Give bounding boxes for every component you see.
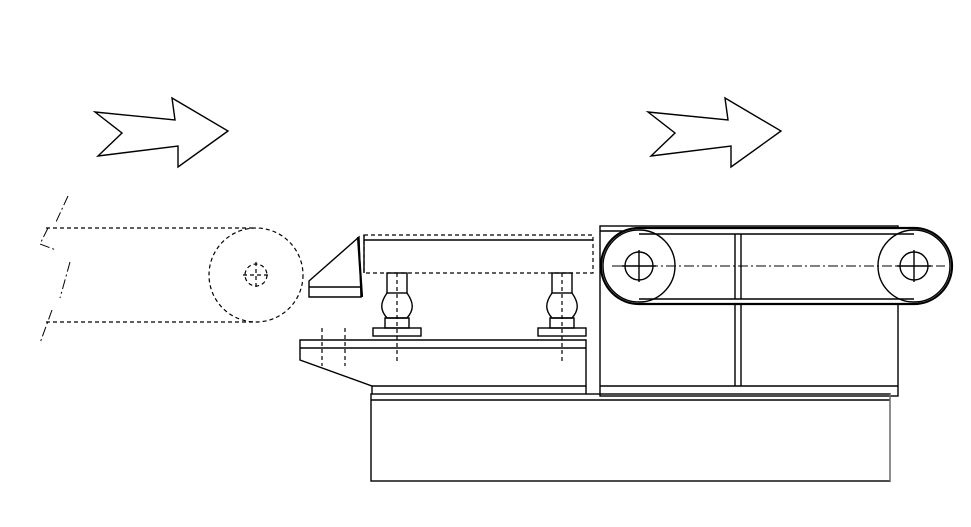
upstream-pulley-center-icon (244, 263, 268, 287)
upstream-break-line (39, 195, 71, 344)
flow-arrow-right-icon (645, 96, 783, 169)
chute-body (308, 235, 362, 298)
base-plate-outline (299, 339, 587, 387)
conveyor-frame (599, 225, 899, 397)
base-plate (299, 328, 587, 394)
foundation (370, 393, 891, 482)
flow-arrow-left-icon (92, 96, 230, 169)
foundation-block (370, 393, 891, 482)
downstream-conveyor (599, 225, 954, 397)
upstream-conveyor (39, 195, 304, 344)
support-column-right (537, 272, 587, 362)
transfer-table (363, 234, 594, 274)
chute-edge (356, 236, 364, 298)
transfer-chute (308, 235, 364, 298)
support-column-left (372, 272, 422, 362)
upstream-pulley (208, 227, 304, 323)
